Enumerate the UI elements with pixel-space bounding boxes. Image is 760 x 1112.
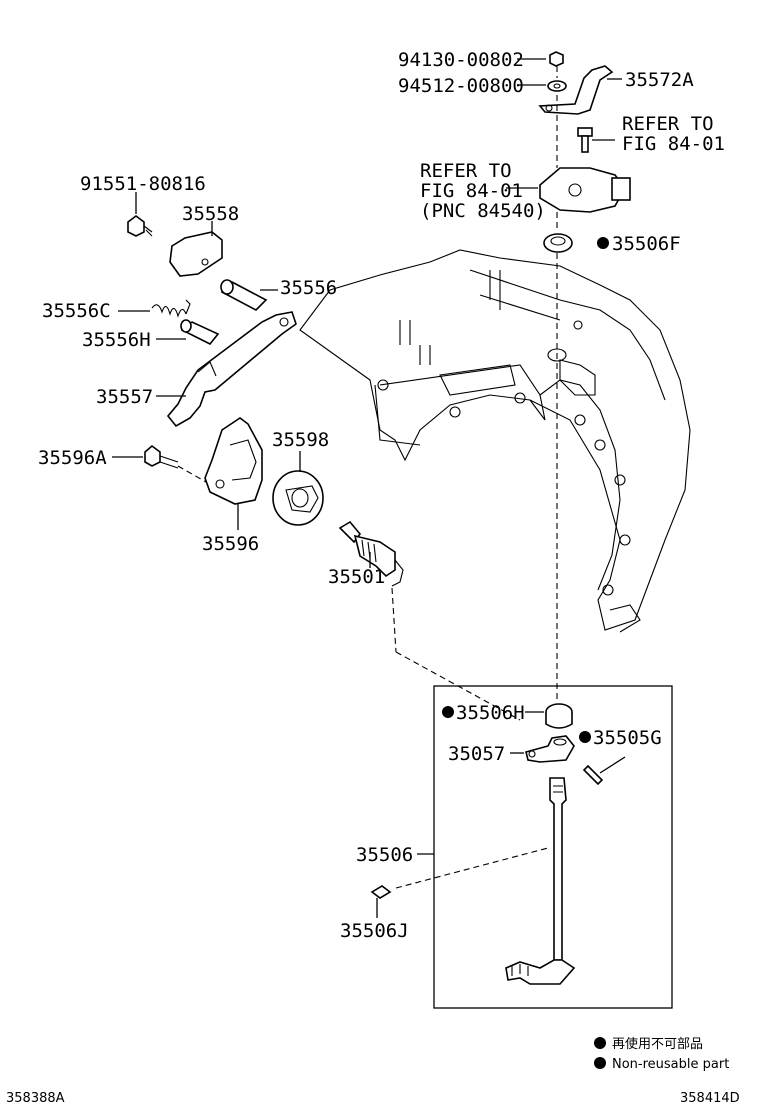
label-refer-to-1b: FIG 84-01 xyxy=(622,133,725,155)
lever-35557 xyxy=(166,311,297,428)
label-35558: 35558 xyxy=(182,203,239,225)
label-refer-to-2a: REFER TO xyxy=(420,160,512,182)
transmission-housing xyxy=(299,249,691,633)
bolt-35596A xyxy=(144,444,179,469)
nonreusable-dot-35506H xyxy=(442,706,454,718)
shaft-35506 xyxy=(505,777,576,985)
cam-35598 xyxy=(272,470,324,526)
label-35506: 35506 xyxy=(356,844,413,866)
bushing-35506H xyxy=(545,703,573,729)
label-35556H: 35556H xyxy=(82,329,151,351)
label-35506F: 35506F xyxy=(612,233,681,255)
legend-dot-jp xyxy=(594,1037,606,1049)
pin-35556 xyxy=(220,279,268,311)
plate-35558 xyxy=(169,231,223,277)
bracket-35572A xyxy=(538,65,614,115)
label-35556C: 35556C xyxy=(42,300,111,322)
sensor-35501 xyxy=(338,520,404,587)
bracket-35596 xyxy=(204,417,263,505)
legend-text-en: Non-reusable part xyxy=(612,1057,729,1072)
label-35557: 35557 xyxy=(96,386,153,408)
label-35596: 35596 xyxy=(202,533,259,555)
label-35596A: 35596A xyxy=(38,447,107,469)
label-35057: 35057 xyxy=(448,743,505,765)
bolt-refer xyxy=(577,127,593,153)
footer-code-left: 358388A xyxy=(6,1091,65,1106)
pin-35506J xyxy=(370,885,392,899)
label-35572A: 35572A xyxy=(625,69,694,91)
inset-frame xyxy=(433,685,673,1009)
legend-text-jp: 再使用不可部品 xyxy=(612,1036,703,1052)
nut-94130 xyxy=(549,51,564,67)
label-35598: 35598 xyxy=(272,429,329,451)
bolt-91551 xyxy=(127,215,153,237)
neutral-switch xyxy=(539,167,631,213)
pin-35556H xyxy=(180,319,220,346)
label-35506J: 35506J xyxy=(340,920,409,942)
label-refer-to-1a: REFER TO xyxy=(622,113,714,135)
label-refer-to-2b: FIG 84-01 xyxy=(420,180,523,202)
nonreusable-dot-35505G xyxy=(579,731,591,743)
footer-code-right: 358414D xyxy=(680,1091,740,1106)
label-35556: 35556 xyxy=(280,277,337,299)
label-94130-00802: 94130-00802 xyxy=(398,49,524,71)
label-35505G: 35505G xyxy=(593,727,662,749)
label-94512-00800: 94512-00800 xyxy=(398,75,524,97)
label-35501: 35501 xyxy=(328,566,385,588)
spring-35556C xyxy=(151,299,191,318)
legend-dot-en xyxy=(594,1057,606,1069)
nonreusable-dot-35506F xyxy=(597,237,609,249)
seal-35506F xyxy=(543,233,573,253)
lever-35057 xyxy=(525,735,575,763)
label-91551-80816: 91551-80816 xyxy=(80,173,206,195)
pin-35505G xyxy=(582,764,604,786)
washer-94512 xyxy=(547,80,567,92)
label-35506H: 35506H xyxy=(456,702,525,724)
label-refer-to-2c: (PNC 84540) xyxy=(420,200,546,222)
